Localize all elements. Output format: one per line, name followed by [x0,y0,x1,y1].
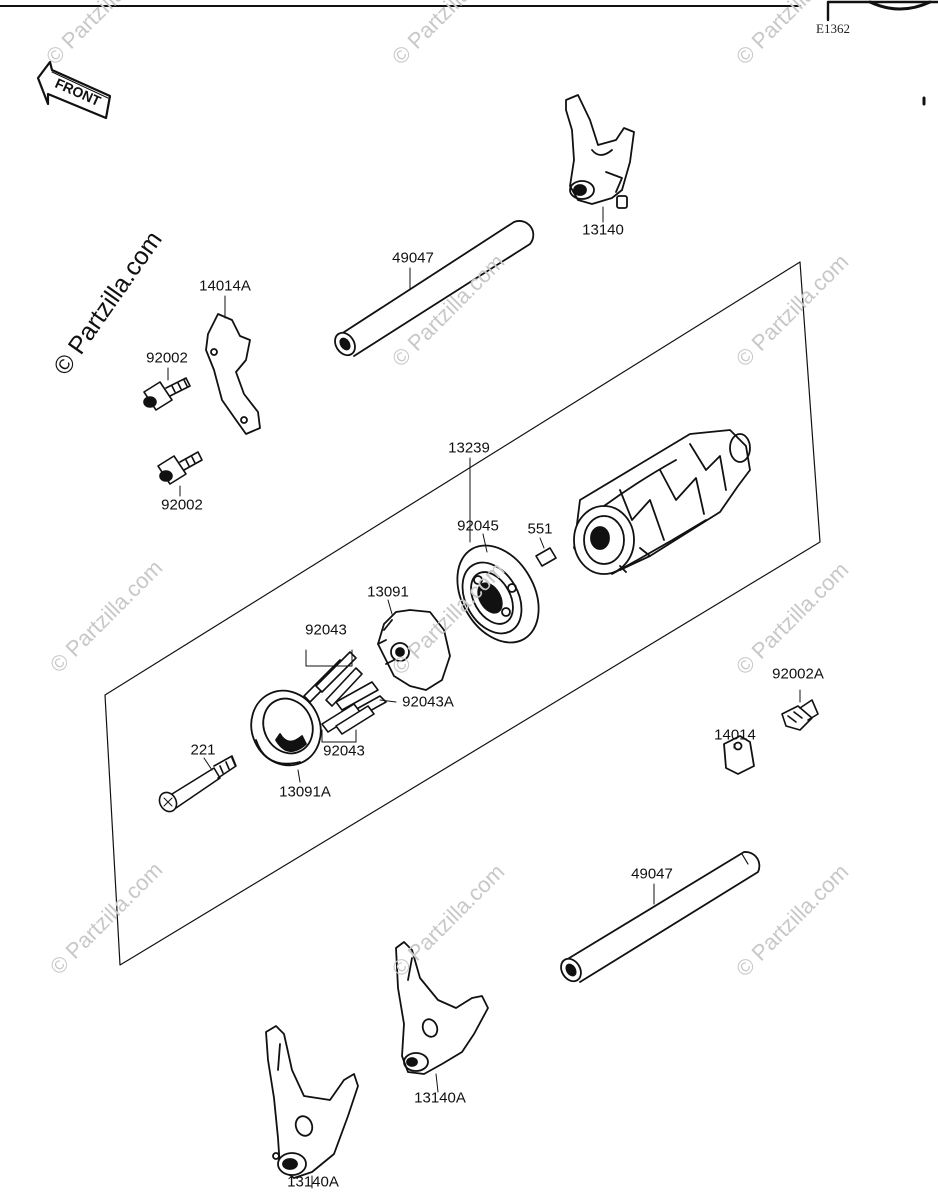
plate-14014 [723,735,755,775]
bolt-92002-top [143,377,191,411]
cam-13091 [377,609,451,691]
label-13091A: 13091A [279,783,331,801]
label-13140A-bottom: 13140A [287,1173,339,1191]
label-551: 551 [527,520,553,538]
label-221: 221 [190,741,216,759]
pin-551 [535,547,557,567]
label-92002-bottom: 92002 [161,496,203,514]
pins-92043-top [303,651,363,707]
label-13091: 13091 [367,583,409,601]
corner-mark [868,0,932,11]
front-arrow-shade [51,71,109,99]
leader-92043A [379,699,397,703]
bolt-221 [158,755,237,813]
leader-13140A-mid [435,1073,439,1093]
plate-13091A [250,689,322,767]
bracket-14014A [205,313,261,435]
label-14014A: 14014A [199,277,251,295]
bracket-92043-bottom [321,729,357,743]
shift-fork-13140A-mid [395,941,489,1075]
shift-fork-13140A-bottom [265,1025,359,1179]
label-13140: 13140 [582,221,624,239]
leader-551 [539,537,545,549]
shift-rod-49047-top [334,220,535,357]
leader-92045 [482,533,488,553]
label-49047-bottom: 49047 [631,865,673,883]
bracket-92043-top [305,649,353,667]
label-14014: 14014 [714,726,756,744]
shift-rod-49047-bottom [560,851,761,983]
shift-drum-13239 [573,429,751,575]
label-92043-top: 92043 [305,621,347,639]
leader-13091A [297,769,301,783]
label-92002A: 92002A [772,665,824,683]
leader-13091 [387,599,393,615]
label-13239: 13239 [448,439,490,457]
label-92002-top: 92002 [146,349,188,367]
diagram-code: E1362 [816,21,850,36]
label-92043A: 92043A [402,693,454,711]
shift-fork-13140 [565,94,635,209]
label-49047-top: 49047 [392,249,434,267]
bearing-92045 [456,544,540,644]
label-92043-bottom: 92043 [323,742,365,760]
bolt-92002-bottom [157,451,203,485]
label-13140A-mid: 13140A [414,1089,466,1107]
front-arrow-icon [36,60,112,120]
pins-92043-bottom [321,703,375,735]
assembly-frame [104,261,821,966]
bolt-92002A [781,699,819,731]
label-92045: 92045 [457,517,499,535]
leader-221 [203,757,213,771]
corner-bracket [826,0,938,22]
